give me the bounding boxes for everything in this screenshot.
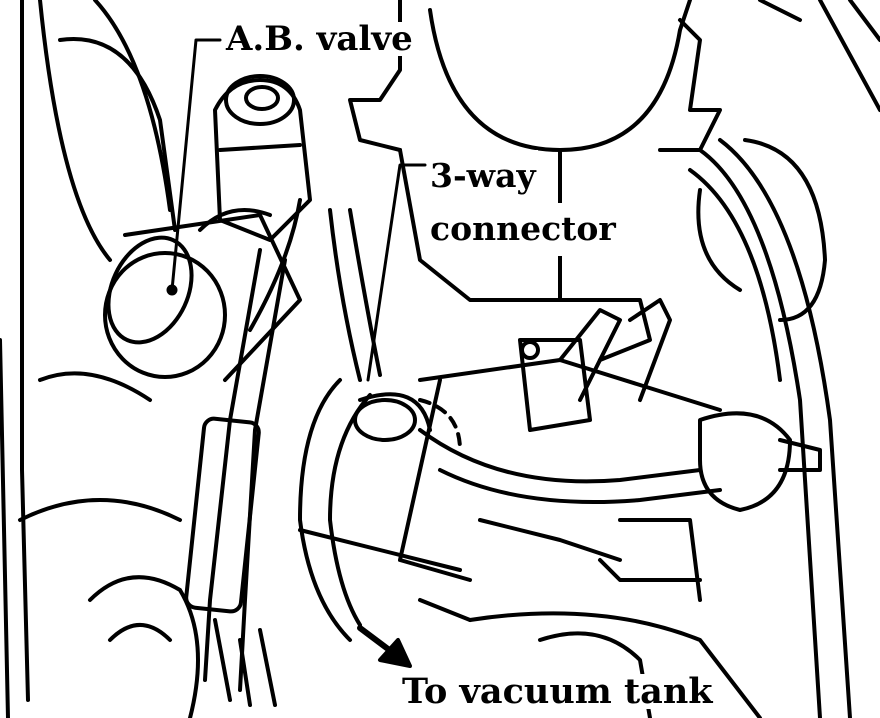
- vacuum-hose: [298, 208, 432, 642]
- wire-harness: [184, 198, 302, 707]
- three-way-connector-label: 3-way connector: [428, 150, 618, 256]
- fender-panel: [0, 0, 177, 718]
- ab-valve: [103, 74, 312, 382]
- lower-left-component: [18, 371, 200, 718]
- intake-assembly: [398, 298, 822, 602]
- right-hoses: [688, 0, 880, 718]
- lower-right-area: [298, 528, 762, 718]
- arrow-to-tank: [357, 625, 412, 668]
- leader-lines: [166, 38, 427, 382]
- to-vacuum-tank-label: To vacuum tank: [398, 674, 717, 709]
- ab-valve-label: A.B. valve: [222, 22, 417, 56]
- three-way-label-line2: connector: [428, 202, 618, 256]
- three-way-label-line1: 3-way: [428, 150, 538, 203]
